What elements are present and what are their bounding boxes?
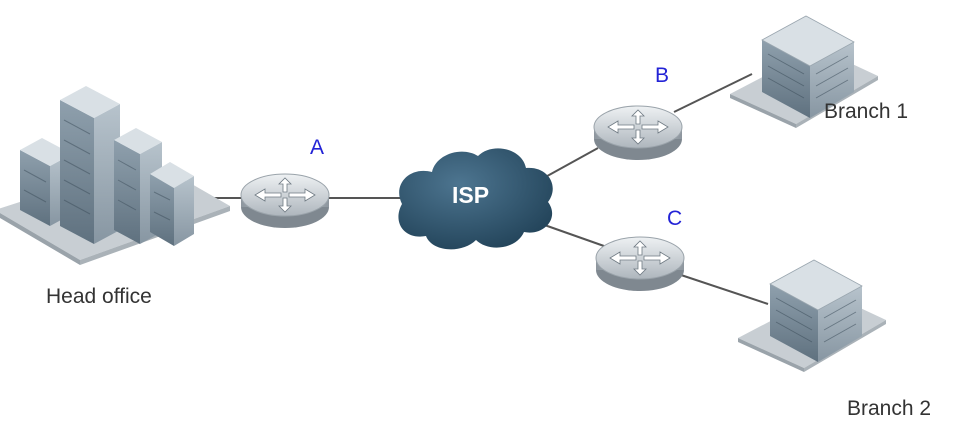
- link-isp-to-router-b: [539, 147, 599, 181]
- branch-building-icon: [737, 259, 887, 373]
- links: [158, 73, 769, 305]
- office-buildings-icon: [0, 85, 231, 266]
- router-c-label: C: [667, 207, 683, 230]
- link-isp-to-router-c: [535, 221, 605, 247]
- cloud-icon: [398, 148, 553, 250]
- link-router-b-to-branch-1: [673, 73, 753, 113]
- isp-label: ISP: [452, 182, 490, 208]
- router-icon: [593, 105, 683, 161]
- branch-1-label: Branch 1: [824, 100, 909, 123]
- router-a-label: A: [310, 136, 325, 159]
- branch-2-label: Branch 2: [847, 397, 932, 420]
- head-office-label: Head office: [46, 285, 152, 308]
- router-icon: [595, 236, 685, 292]
- link-router-c-to-branch-2: [677, 273, 769, 305]
- router-icon: [240, 173, 330, 229]
- router-b-label: B: [655, 64, 670, 87]
